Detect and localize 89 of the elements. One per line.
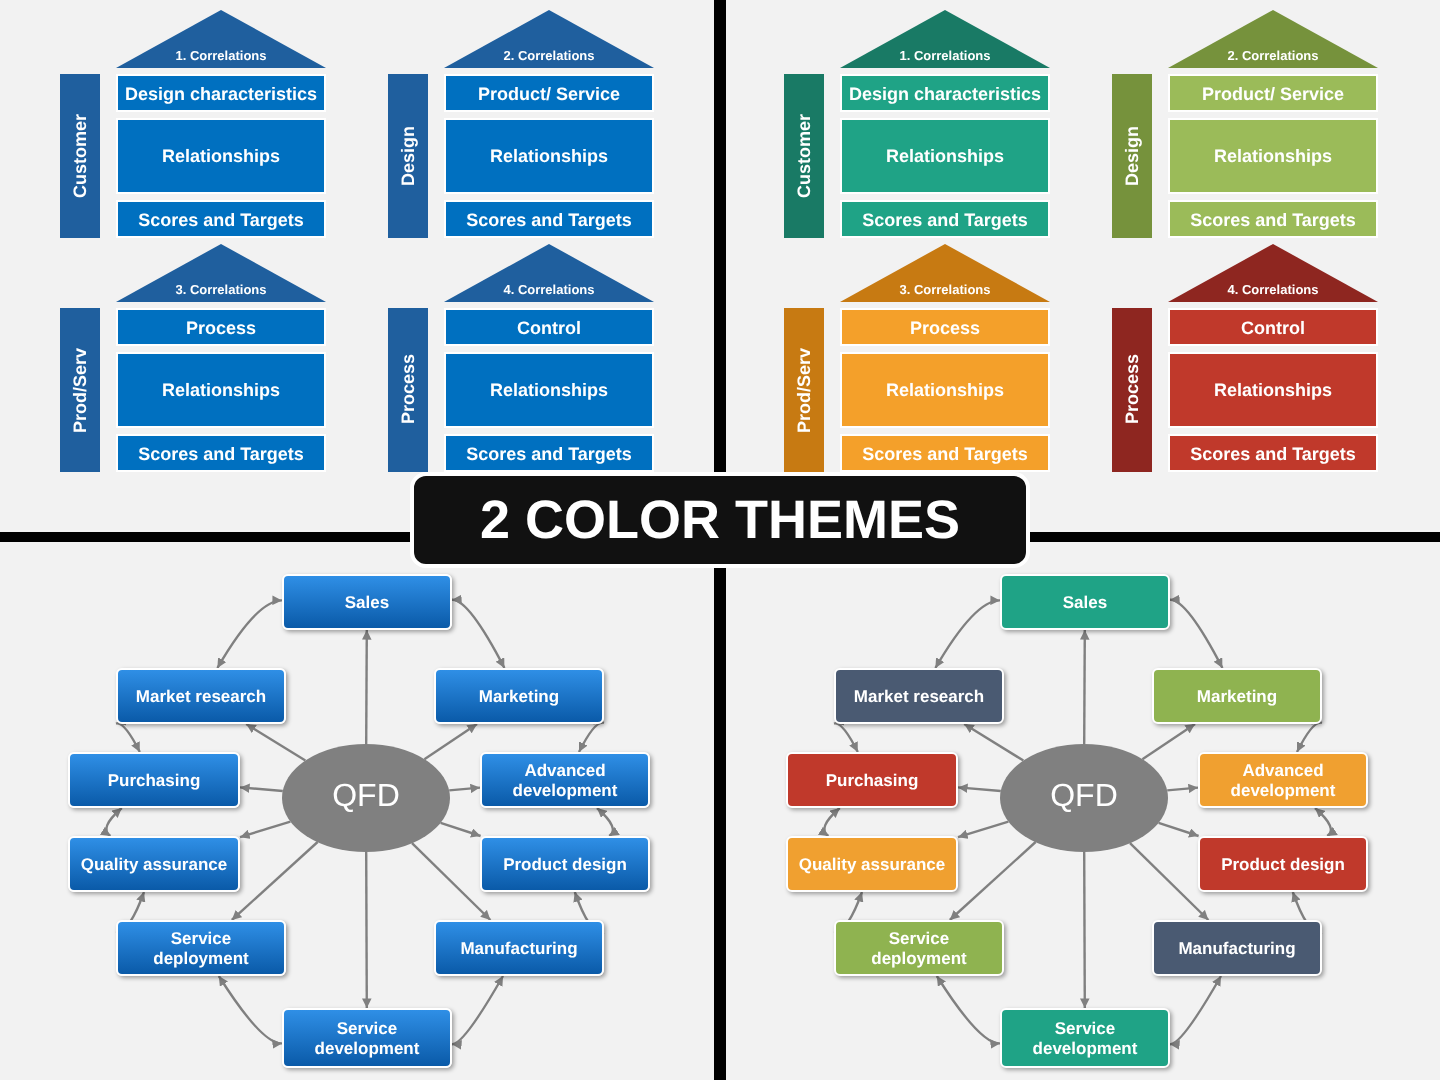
matrix-box: Relationships — [444, 352, 654, 428]
side-bar: Design — [388, 74, 428, 238]
department-box: Purchasing — [786, 752, 958, 808]
curved-arrow — [1169, 596, 1224, 669]
matrix-box: Relationships — [840, 352, 1050, 428]
matrix-box: Relationships — [444, 118, 654, 194]
matrix-box: Relationships — [116, 352, 326, 428]
side-bar: Prod/Serv — [60, 308, 100, 472]
arrow — [411, 842, 492, 921]
department-box: Product design — [480, 836, 650, 892]
matrix-box: Process — [840, 308, 1050, 346]
curved-arrow — [115, 717, 141, 753]
arrow — [449, 783, 481, 794]
department-box: Advanced development — [480, 752, 650, 808]
department-box: Purchasing — [68, 752, 240, 808]
curved-arrow — [1169, 975, 1223, 1048]
department-box: Market research — [116, 668, 286, 724]
side-bar: Design — [1112, 74, 1152, 238]
department-box: Manufacturing — [434, 920, 604, 976]
matrix-box: Scores and Targets — [116, 434, 326, 472]
matrix-box: Relationships — [116, 118, 326, 194]
curved-arrow — [99, 807, 123, 837]
matrix-box: Scores and Targets — [116, 200, 326, 238]
curved-arrow — [817, 807, 841, 837]
matrix-box: Design characteristics — [840, 74, 1050, 112]
curved-arrow — [596, 807, 620, 837]
curved-arrow — [1295, 716, 1322, 753]
matrix-box: Scores and Targets — [444, 200, 654, 238]
arrow — [1079, 630, 1090, 744]
curved-arrow — [833, 717, 859, 753]
arrow — [361, 630, 372, 744]
arrow — [231, 841, 319, 921]
matrix-box: Relationships — [1168, 352, 1378, 428]
matrix-box: Scores and Targets — [1168, 200, 1378, 238]
department-box: Service development — [1000, 1008, 1170, 1068]
curved-arrow — [1314, 807, 1338, 837]
department-box: Manufacturing — [1152, 920, 1322, 976]
curved-arrow — [934, 596, 1001, 669]
arrow — [361, 852, 372, 1008]
matrix-box: Scores and Targets — [1168, 434, 1378, 472]
curved-arrow — [217, 975, 283, 1048]
matrix-box: Scores and Targets — [444, 434, 654, 472]
side-bar: Process — [1112, 308, 1152, 472]
curved-arrow — [577, 716, 604, 753]
matrix-box: Relationships — [840, 118, 1050, 194]
department-box: Service deployment — [116, 920, 286, 976]
department-box: Sales — [282, 574, 452, 630]
arrow — [957, 820, 1009, 839]
department-box: Market research — [834, 668, 1004, 724]
arrow — [245, 722, 307, 762]
matrix-box: Control — [444, 308, 654, 346]
arrow — [949, 841, 1037, 921]
department-box: Product design — [1198, 836, 1368, 892]
arrow — [963, 722, 1025, 762]
matrix-box: Process — [116, 308, 326, 346]
matrix-box: Control — [1168, 308, 1378, 346]
department-box: Service deployment — [834, 920, 1004, 976]
department-box: Marketing — [1152, 668, 1322, 724]
arrow — [239, 820, 291, 839]
curved-arrow — [451, 975, 505, 1048]
arrow — [957, 783, 1001, 793]
department-box: Marketing — [434, 668, 604, 724]
matrix-box: Product/ Service — [1168, 74, 1378, 112]
matrix-box: Scores and Targets — [840, 434, 1050, 472]
matrix-box: Design characteristics — [116, 74, 326, 112]
side-bar: Process — [388, 308, 428, 472]
matrix-box: Scores and Targets — [840, 200, 1050, 238]
arrow — [1141, 723, 1196, 761]
matrix-box: Relationships — [1168, 118, 1378, 194]
department-box: Advanced development — [1198, 752, 1368, 808]
department-box: Quality assurance — [68, 836, 240, 892]
arrow — [1129, 842, 1210, 921]
arrow — [423, 723, 478, 761]
side-bar: Customer — [60, 74, 100, 238]
curved-arrow — [935, 975, 1001, 1048]
arrow — [1167, 783, 1199, 794]
curved-arrow — [451, 596, 506, 669]
department-box: Sales — [1000, 574, 1170, 630]
arrow — [1158, 821, 1199, 838]
title-banner: 2 COLOR THEMES — [410, 472, 1030, 568]
matrix-box: Product/ Service — [444, 74, 654, 112]
side-bar: Prod/Serv — [784, 308, 824, 472]
arrow — [1079, 852, 1090, 1008]
department-box: Quality assurance — [786, 836, 958, 892]
curved-arrow — [216, 596, 283, 669]
arrow — [239, 783, 283, 793]
side-bar: Customer — [784, 74, 824, 238]
department-box: Service development — [282, 1008, 452, 1068]
arrow — [440, 821, 481, 838]
